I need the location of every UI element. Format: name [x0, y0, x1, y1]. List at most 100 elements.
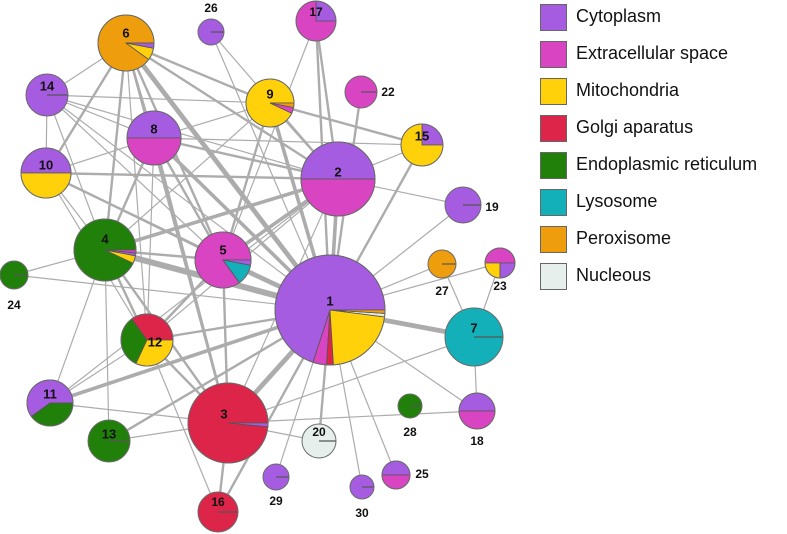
node-27: 27 [427, 249, 457, 298]
edge-4-13 [104, 249, 110, 442]
edge-1-14 [46, 94, 331, 311]
node-outline [344, 75, 378, 109]
node-outline [458, 392, 496, 430]
edge-4-9 [104, 102, 271, 251]
legend-label: Peroxisome [576, 228, 672, 248]
node-label: 1 [326, 293, 333, 308]
node-5: 5 [194, 231, 252, 289]
node-outline [126, 110, 182, 166]
node-label: 10 [39, 157, 53, 172]
node-26: 26 [197, 1, 225, 46]
node-15: 15 [400, 123, 444, 167]
node-23: 23 [484, 247, 516, 293]
node-outline [444, 307, 504, 367]
node-label: 29 [269, 494, 283, 508]
node-label: 13 [102, 426, 116, 441]
node-layer: 1234567891011121314151617181920222324252… [0, 0, 516, 533]
node-2: 2 [300, 141, 376, 217]
legend-swatch [540, 115, 567, 142]
node-label: 27 [435, 284, 449, 298]
node-outline [25, 73, 69, 117]
node-label: 24 [7, 298, 21, 312]
slice [20, 172, 72, 199]
legend-item-peroxisome: Peroxisome [540, 226, 785, 263]
node-label: 5 [219, 242, 226, 257]
edge-3-18 [227, 410, 478, 424]
node-label: 22 [381, 85, 395, 99]
edge-8-12 [146, 137, 155, 341]
node-20: 20 [301, 423, 337, 459]
legend-label: Cytoplasm [576, 6, 662, 26]
edge-4-6 [103, 41, 128, 252]
legend-swatch [540, 41, 567, 68]
node-17: 17 [295, 0, 337, 42]
legend-label: Extracellular space [576, 43, 729, 63]
node-outline [427, 249, 457, 279]
legend-label: Golgi aparatus [576, 117, 694, 137]
legend-label: Endoplasmic reticulum [576, 154, 758, 174]
node-label: 11 [43, 386, 57, 401]
legend-label: Mitochondria [576, 80, 680, 100]
node-label: 20 [312, 425, 326, 439]
node-label: 19 [485, 200, 499, 214]
legend-label: Lysosome [576, 191, 658, 211]
legend-item-endoplasmic-reticulum: Endoplasmic reticulum [540, 152, 785, 189]
node-7: 7 [444, 307, 504, 367]
node-outline [301, 423, 337, 459]
node-outline [245, 78, 295, 128]
node-label: 23 [493, 279, 507, 293]
node-25: 25 [381, 460, 429, 490]
node-outline [20, 147, 72, 199]
node-outline [97, 14, 155, 72]
legend-item-extracellular-space: Extracellular space [540, 41, 785, 78]
node-11: 11 [26, 379, 74, 427]
node-3: 3 [187, 382, 269, 464]
legend-item-nucleous: Nucleous [540, 263, 785, 300]
legend-swatch [540, 78, 567, 105]
node-9: 9 [245, 78, 295, 128]
node-14: 14 [25, 73, 69, 117]
node-label: 7 [470, 320, 477, 335]
node-13: 13 [87, 419, 131, 463]
node-label: 26 [204, 1, 218, 15]
node-outline [397, 393, 423, 419]
node-28: 28 [397, 393, 423, 439]
edge-2-14 [46, 94, 339, 180]
slice [381, 474, 411, 490]
node-6: 6 [97, 14, 155, 72]
node-label: 28 [403, 425, 417, 439]
node-19: 19 [444, 186, 499, 224]
edge-3-7 [227, 336, 475, 424]
legend-item-mitochondria: Mitochondria [540, 78, 785, 115]
legend-item-cytoplasm: Cytoplasm [540, 4, 785, 41]
node-outline [274, 254, 386, 366]
slice [381, 460, 411, 476]
slice [300, 178, 376, 217]
legend-item-golgi-aparatus: Golgi aparatus [540, 115, 785, 152]
edge-9-14 [46, 94, 271, 104]
node-8: 8 [126, 110, 182, 166]
node-label: 14 [40, 78, 55, 93]
edge-9-15 [268, 101, 424, 147]
node-22: 22 [344, 75, 395, 109]
node-outline [484, 247, 516, 279]
node-label: 17 [309, 5, 323, 19]
node-label: 6 [122, 25, 129, 40]
node-30: 30 [349, 474, 375, 520]
node-outline [197, 491, 239, 533]
legend-label: Nucleous [576, 265, 652, 285]
node-label: 30 [355, 506, 369, 520]
node-label: 25 [415, 467, 429, 481]
node-outline [187, 382, 269, 464]
node-outline [295, 0, 337, 42]
node-label: 4 [101, 231, 109, 246]
node-label: 2 [334, 164, 341, 179]
node-outline [349, 474, 375, 500]
edge-2-6 [124, 41, 340, 181]
node-outline [444, 186, 482, 224]
edge-3-6 [124, 41, 230, 425]
node-1: 1 [274, 254, 386, 366]
legend-swatch [540, 226, 567, 253]
slice [458, 392, 496, 412]
node-18: 18 [458, 392, 496, 448]
